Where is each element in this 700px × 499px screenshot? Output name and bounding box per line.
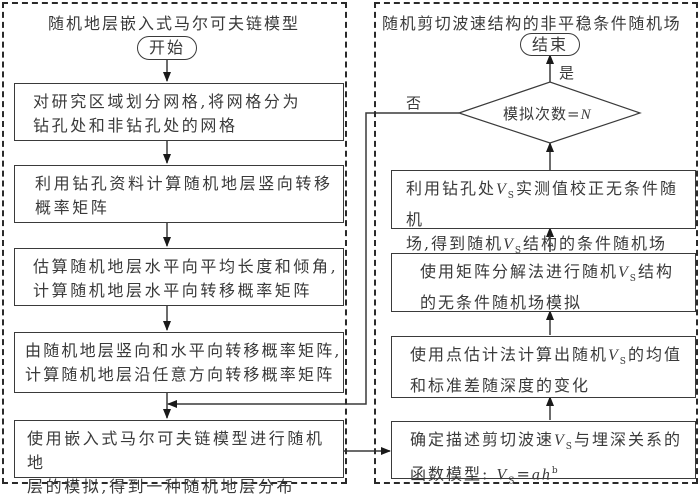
- connector-lines: [163, 54, 642, 455]
- step-line: 层的模拟,得到一种随机地层分布: [27, 477, 296, 496]
- step-line: 利用钻孔资料计算随机地层竖向转移: [35, 174, 333, 193]
- step-line: 使用嵌入式马尔可夫链模型进行随机地: [27, 429, 325, 472]
- step-line: 概率矩阵: [35, 198, 110, 217]
- step-line: 对研究区域划分网格,将网格分为: [33, 92, 302, 111]
- step-line: 使用矩阵分解法进行随机VS结构: [420, 262, 674, 285]
- step-line: 函数模型: VS=ahb: [410, 464, 560, 487]
- no-label: 否: [406, 94, 422, 112]
- step-vertical-matrix: 利用钻孔资料计算随机地层竖向转移 概率矩阵: [14, 165, 344, 223]
- step-markov-simulation: 使用嵌入式马尔可夫链模型进行随机地 层的模拟,得到一种随机地层分布: [14, 420, 344, 496]
- step-line: 由随机地层竖向和水平向转移概率矩阵,: [25, 341, 342, 360]
- step-line: 计算随机地层沿任意方向转移概率矩阵: [25, 365, 335, 384]
- step-line: 确定描述剪切波速VS与埋深关系的: [410, 430, 682, 453]
- right-panel: [374, 2, 698, 484]
- step-line: 的无条件随机场模拟: [420, 293, 583, 313]
- step-any-direction-matrix: 由随机地层竖向和水平向转移概率矩阵, 计算随机地层沿任意方向转移概率矩阵: [14, 332, 344, 393]
- step-conditional-field: 利用钻孔处VS实测值校正无条件随机 场,得到随机VS结构的条件随机场: [391, 170, 696, 256]
- yes-label: 是: [559, 64, 575, 82]
- step-line: 和标准差随深度的变化: [410, 376, 591, 396]
- step-divide-grid: 对研究区域划分网格,将网格分为 钻孔处和非钻孔处的网格: [14, 83, 344, 141]
- decision-diamond: [457, 81, 642, 144]
- step-line: 利用钻孔处VS实测值校正无条件随机: [406, 179, 678, 230]
- no-branch-loop: [167, 112, 459, 408]
- step-line: 场,得到随机VS结构的条件随机场: [406, 234, 668, 257]
- step-function-model: 确定描述剪切波速VS与埋深关系的 函数模型: VS=ahb: [391, 421, 696, 487]
- step-line: 估算随机地层水平向平均长度和倾角,: [33, 257, 339, 276]
- decision-var: N: [580, 107, 592, 123]
- right-panel-title: 随机剪切波速结构的非平稳条件随机场: [382, 14, 682, 33]
- step-horizontal-matrix: 估算随机地层水平向平均长度和倾角, 计算随机地层水平向转移概率矩阵: [14, 248, 344, 306]
- left-panel-title: 随机地层嵌入式马尔可夫链模型: [48, 14, 301, 33]
- start-terminal: 开始: [137, 36, 197, 60]
- step-point-estimate: 使用点估计法计算出随机VS的均值 和标准差随深度的变化: [391, 336, 696, 398]
- step-matrix-decomposition: 使用矩阵分解法进行随机VS结构 的无条件随机场模拟: [391, 253, 696, 312]
- end-terminal: 结束: [520, 33, 580, 56]
- step-line: 计算随机地层水平向转移概率矩阵: [33, 281, 313, 300]
- decision-text: 模拟次数=N: [503, 103, 592, 124]
- left-panel: [2, 2, 347, 484]
- decision-label: 模拟次数=: [503, 105, 581, 123]
- step-line: 使用点估计法计算出随机VS的均值: [410, 345, 682, 368]
- step-line: 钻孔处和非钻孔处的网格: [33, 116, 238, 135]
